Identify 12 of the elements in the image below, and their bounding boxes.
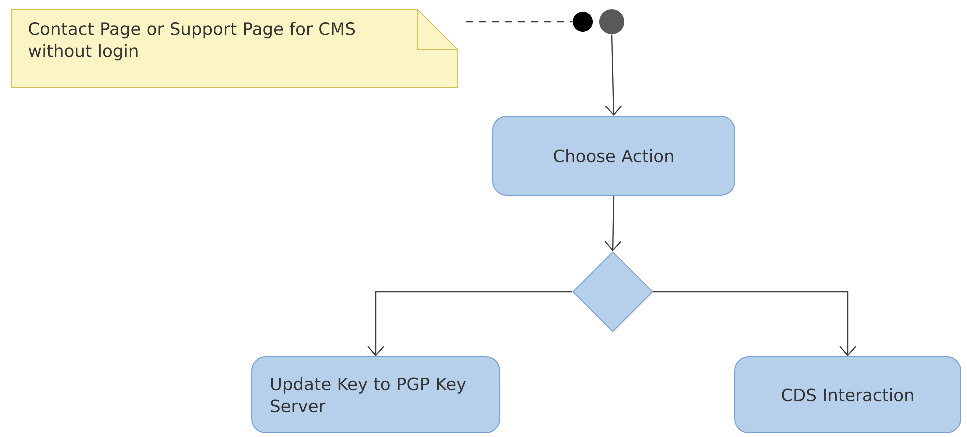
connector-line (466, 21, 573, 23)
arrow (605, 34, 622, 116)
arrow (368, 291, 572, 356)
action-box: CDS Interaction (734, 356, 962, 434)
arrow (604, 196, 622, 252)
note: Contact Page or Support Page for CMS without login (12, 10, 458, 88)
start-dot (600, 10, 624, 34)
arrow (654, 291, 856, 356)
start-dot (573, 12, 593, 32)
decision-diamond (572, 252, 654, 332)
action-box: Update Key to PGP Key Server (252, 356, 500, 434)
action-box: Choose Action (492, 116, 736, 196)
